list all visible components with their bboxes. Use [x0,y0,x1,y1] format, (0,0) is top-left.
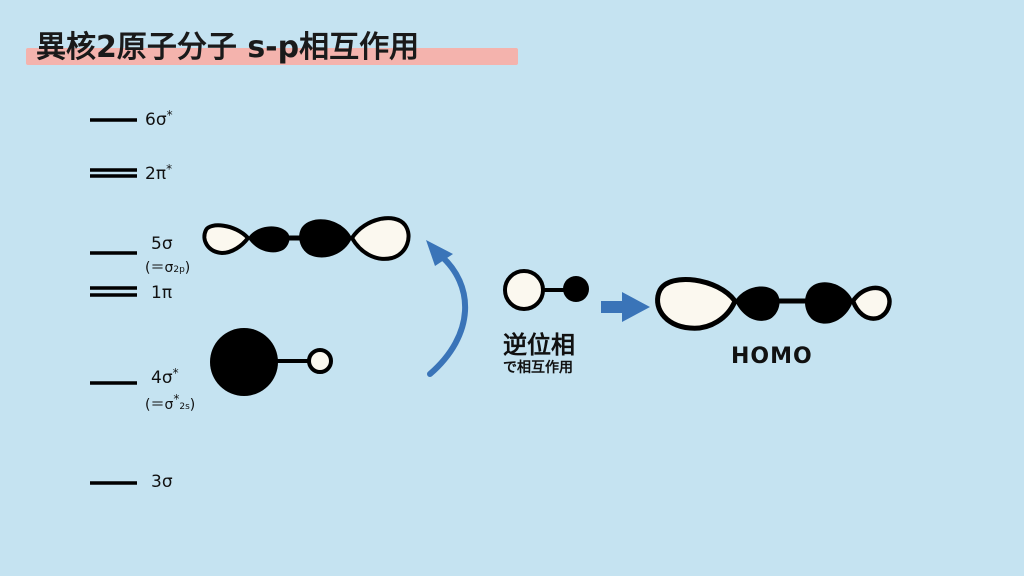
lobe-homo-left-dark [735,286,780,321]
label-6sigma-text: 6σ [145,110,167,130]
curved-arrow-shaft [427,252,469,377]
pair-light-circle [503,269,545,311]
label-5sigma-note-text: (＝σ [145,260,174,276]
label-3sigma: 3σ [151,472,173,492]
curved-arrow-head [426,240,453,266]
lobe-4sigma-large [210,328,278,396]
label-4sigma-note-sub: 2s [179,402,190,412]
label-4sigma-note: (＝σ*2s) [145,392,195,414]
annotation-main: 逆位相 [503,331,575,359]
label-2pi: 2π* [145,162,172,184]
lobe-5sigma-right-light [349,216,411,261]
label-6sigma: 6σ* [145,108,173,130]
lobe-5sigma-right-dark [299,219,352,258]
title-block: 異核2原子分子 s-p相互作用 [26,22,518,66]
lobe-homo-right-dark [804,282,853,324]
lobe-5sigma-left-dark [248,226,290,253]
orbital-homo [655,276,892,331]
page-title: 異核2原子分子 s-p相互作用 [36,30,420,65]
lobe-homo-left-light [655,276,738,331]
orbital-4sigma [210,328,333,396]
label-5sigma-note-sub: 2p [173,265,185,275]
lobe-5sigma-left-light [202,223,251,256]
label-4sigma-note-text: (＝σ [145,397,174,413]
label-5sigma: 5σ [151,234,173,254]
title-highlight [26,48,518,65]
label-5sigma-close: ) [184,260,191,276]
star-6sigma: * [166,108,173,122]
star-4sigma: * [172,366,179,380]
lobe-homo-right-light [850,285,892,321]
right-arrow [601,292,650,322]
label-4sigma-text: 4σ [151,368,173,388]
interacting-pair [503,269,589,311]
orbital-5sigma [202,216,411,261]
label-4sigma-close: ) [189,397,196,413]
homo-label: HOMO [731,344,813,369]
label-2pi-text: 2π [145,164,167,184]
label-5sigma-note: (＝σ2p) [145,257,190,277]
star-2pi: * [166,162,173,176]
annotation-sub: で相互作用 [503,360,573,376]
lobe-4sigma-small [307,348,333,374]
pair-dark-circle [563,276,589,302]
star-4sigma-note: * [173,392,180,406]
label-1pi: 1π [151,283,173,303]
label-4sigma: 4σ* [151,366,179,388]
